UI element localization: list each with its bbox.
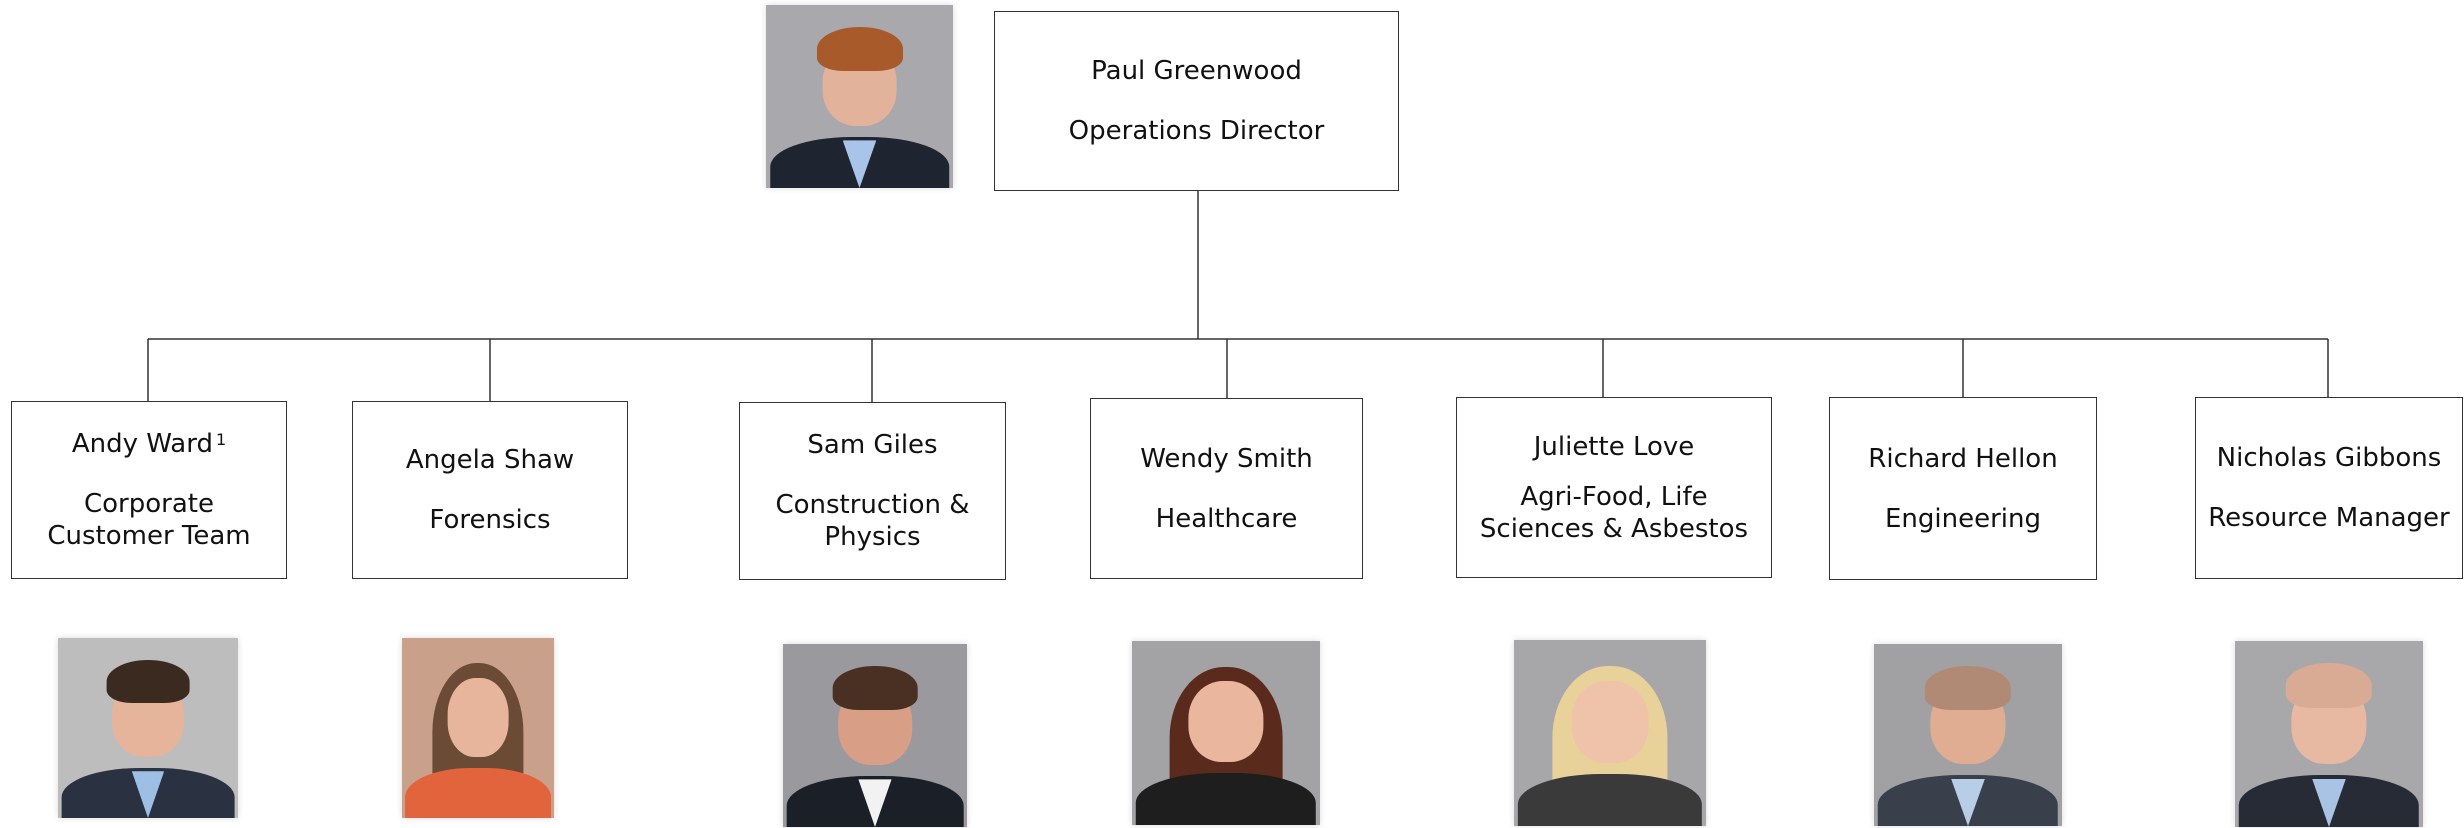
report-name: Angela Shaw [405, 445, 575, 475]
report-role: Construction & Physics [775, 490, 970, 552]
hair-shape [1924, 665, 2012, 710]
footnote-marker: 1 [215, 430, 227, 449]
paul-greenwood-photo [766, 5, 953, 188]
report-name: Nicholas Gibbons [2216, 443, 2442, 473]
nicholas-gibbons-photo [2235, 641, 2423, 827]
hair-shape [2285, 663, 2373, 708]
report-role: Resource Manager [2208, 503, 2450, 533]
report-role: Corporate Customer Team [47, 489, 251, 551]
face-shape [1571, 680, 1649, 763]
face-shape [447, 677, 509, 757]
face-shape [1188, 681, 1264, 763]
wendy-smith-photo [1132, 641, 1320, 825]
hair-shape [832, 665, 918, 710]
report-name: Richard Hellon [1868, 443, 2058, 474]
report-role: Agri-Food, Life Sciences & Asbestos [1479, 481, 1749, 544]
juliette-love-photo [1514, 640, 1706, 826]
report-name: Sam Giles [807, 430, 938, 460]
top-node-role: Operations Director [1068, 116, 1325, 146]
report-name: Wendy Smith [1140, 443, 1313, 474]
report-role: Forensics [429, 505, 551, 535]
report-role: Engineering [1885, 503, 2041, 534]
report-node-richard-hellon: Richard Hellon Engineering [1829, 397, 2097, 580]
report-node-wendy-smith: Wendy Smith Healthcare [1090, 398, 1363, 579]
report-name: Juliette Love [1533, 431, 1695, 462]
top-node: Paul Greenwood Operations Director [994, 11, 1399, 191]
hair-shape [106, 659, 190, 703]
sam-giles-photo [783, 644, 967, 827]
report-node-nicholas-gibbons: Nicholas Gibbons Resource Manager [2195, 397, 2463, 579]
angela-shaw-photo [402, 638, 554, 818]
andy-ward-photo [58, 638, 238, 818]
report-node-sam-giles: Sam Giles Construction & Physics [739, 402, 1006, 580]
report-role: Healthcare [1155, 503, 1298, 534]
report-node-juliette-love: Juliette Love Agri-Food, Life Sciences &… [1456, 397, 1772, 578]
top-node-name: Paul Greenwood [1091, 56, 1302, 86]
richard-hellon-photo [1874, 644, 2062, 826]
hair-shape [816, 26, 903, 71]
report-node-angela-shaw: Angela Shaw Forensics [352, 401, 628, 579]
